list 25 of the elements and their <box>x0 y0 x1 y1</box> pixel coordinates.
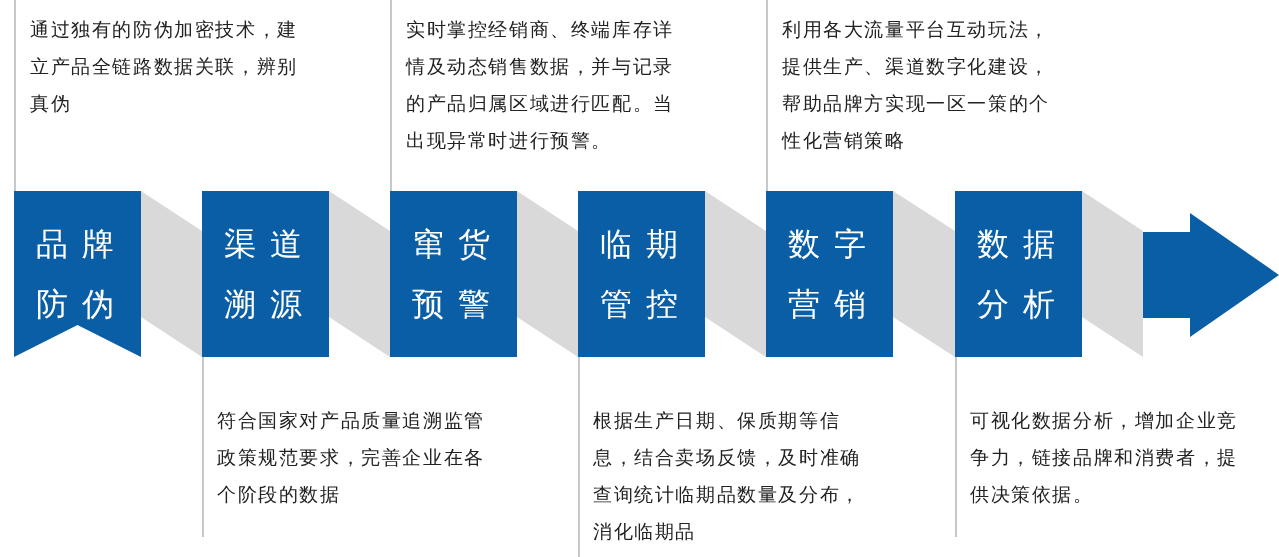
step-box <box>202 191 329 357</box>
step-box <box>766 191 893 357</box>
step-box <box>955 191 1082 357</box>
connector-band <box>517 191 578 357</box>
connector-band <box>893 191 955 357</box>
step-title: 品牌防伪 <box>34 224 128 325</box>
step-description: 符合国家对产品质量追溯监管政策规范要求，完善企业在各个阶段的数据 <box>217 408 486 507</box>
step-description: 实时掌控经销商、终端库存详情及动态销售数据，并与记录的产品归属区域进行匹配。当出现异常时进行预警。 <box>406 17 675 153</box>
step-title: 临期管控 <box>598 224 692 325</box>
step-title: 数字营销 <box>786 224 880 325</box>
step-box <box>578 191 705 357</box>
step-title: 窜货预警 <box>410 224 504 325</box>
connector-band <box>1082 191 1143 357</box>
step-title: 数据分析 <box>975 224 1069 325</box>
step-description: 根据生产日期、保质期等信息，结合卖场反馈，及时准确查询统计临期品数量及分布，消化临期品 <box>593 408 862 544</box>
step-description: 可视化数据分析，增加企业竞争力，链接品牌和消费者，提供决策依据。 <box>970 408 1239 507</box>
step-description: 利用各大流量平台互动玩法，提供生产、渠道数字化建设，帮助品牌方实现一区一策的个性化营销策略 <box>782 17 1051 153</box>
step-box <box>14 191 141 357</box>
arrow-shape <box>1143 213 1279 337</box>
step-title: 渠道溯源 <box>222 224 316 325</box>
connector-band <box>141 191 202 357</box>
step-description: 通过独有的防伪加密技术，建立产品全链路数据关联，辨别真伪 <box>30 17 299 116</box>
connector-band <box>329 191 390 357</box>
step-box <box>390 191 517 357</box>
connector-band <box>705 191 766 357</box>
